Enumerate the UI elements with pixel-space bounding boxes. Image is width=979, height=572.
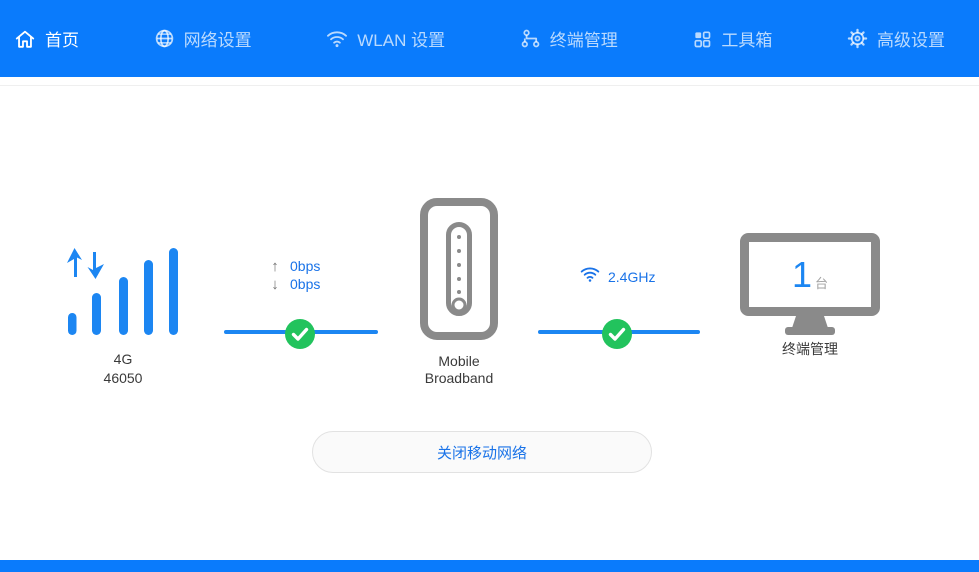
download-speed-value: 0bps [290, 276, 321, 292]
gear-icon [847, 28, 868, 49]
router-device-icon [416, 198, 502, 348]
footer-bar [0, 560, 979, 572]
upload-arrow-icon: ↑ [271, 257, 279, 275]
nav-item-label: 工具箱 [721, 31, 773, 50]
nav-item-label: 终端管理 [549, 31, 618, 50]
nav-item-label: WLAN 设置 [357, 31, 446, 50]
client-devices-status[interactable]: 1 台 终端管理 [737, 229, 883, 359]
wifi-small-icon [580, 266, 600, 288]
toggle-mobile-network-button[interactable]: 关闭移动网络 [312, 431, 652, 473]
nav-item-wlan-settings[interactable]: WLAN 设置 [326, 26, 445, 51]
upload-speed-row: ↑ 0bps [268, 257, 320, 275]
traffic-speed: ↑ 0bps ↓ 0bps [268, 257, 320, 293]
globe-icon [154, 28, 175, 49]
signal-strength-icon [64, 248, 182, 342]
client-management-label: 终端管理 [782, 341, 838, 357]
top-nav: 首页 网络设置 WLAN 设置 [0, 0, 979, 77]
nav-item-home[interactable]: 首页 [14, 26, 79, 51]
header-divider [0, 85, 979, 86]
monitor-icon [737, 233, 883, 340]
upload-speed-value: 0bps [290, 258, 321, 274]
nav-item-label: 首页 [45, 31, 79, 50]
nav-item-toolbox[interactable]: 工具箱 [692, 26, 772, 51]
devices-icon [520, 28, 541, 49]
lan-connected-check-icon [602, 319, 632, 349]
connected-clients-count: 1 台 [791, 254, 829, 295]
nav-item-label: 网络设置 [183, 31, 252, 50]
nav-item-label: 高级设置 [876, 31, 945, 50]
wifi-band-status: 2.4GHz [580, 266, 655, 288]
wan-connected-check-icon [285, 319, 315, 349]
nav-item-device-management[interactable]: 终端管理 [520, 26, 618, 51]
network-plmn-code: 46050 [103, 370, 143, 386]
nav-item-network-settings[interactable]: 网络设置 [154, 26, 252, 51]
toolbox-icon [692, 29, 712, 49]
device-name: Mobile Broadband [424, 353, 494, 386]
download-speed-row: ↓ 0bps [268, 275, 320, 293]
router-device-status: Mobile Broadband [416, 194, 502, 387]
wifi-icon [326, 29, 348, 49]
wifi-band-value: 2.4GHz [608, 269, 656, 285]
network-type: 4G [113, 351, 133, 367]
home-icon [14, 28, 36, 50]
download-arrow-icon: ↓ [271, 275, 279, 293]
mobile-signal-status: 4G 46050 [63, 246, 183, 386]
nav-item-advanced-settings[interactable]: 高级设置 [847, 26, 945, 51]
